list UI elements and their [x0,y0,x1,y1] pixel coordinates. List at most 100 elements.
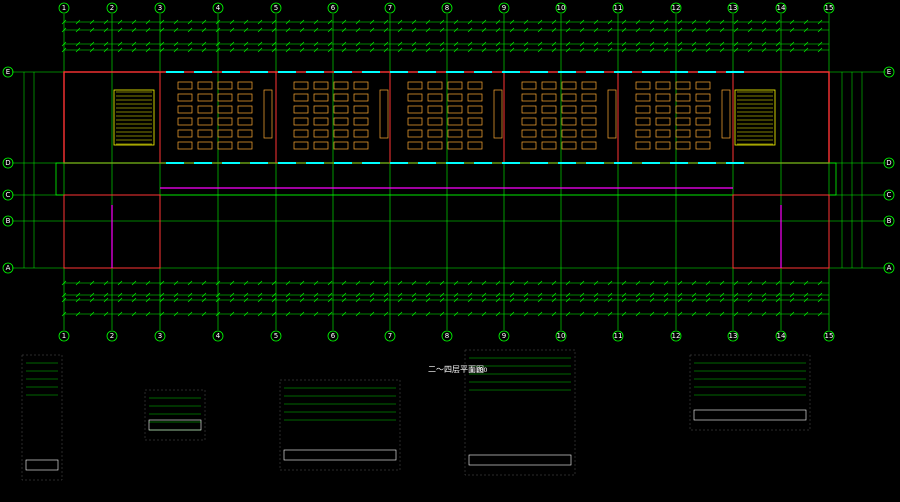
grid-bubble-icon [2,215,14,227]
grid-label-14: 14 [777,332,786,340]
dimension-tick [467,311,473,317]
dimension-tick [649,280,655,286]
dimension-tick [467,41,473,47]
dimension-tick [509,292,515,298]
dimension-tick [677,280,683,286]
dimension-tick [243,292,249,298]
dimension-tick [145,19,151,25]
desk [427,93,443,102]
desk [447,105,463,114]
dimension-tick [313,297,319,303]
dimension-tick [103,47,109,53]
dimension-tick [509,47,515,53]
dimension-tick [75,280,81,286]
desk [521,93,537,102]
dimension-tick [425,311,431,317]
desk [217,93,233,102]
desk [675,117,691,126]
detail-frame [689,354,811,431]
dimension-tick [425,19,431,25]
dimension-tick [649,27,655,33]
dimension-tick [341,292,347,298]
grid-bubble-icon [327,2,339,14]
dimension-tick [299,41,305,47]
desk [675,141,691,150]
desk [467,117,483,126]
dimension-tick [593,27,599,33]
walls [55,71,837,269]
dimension-tick [327,41,333,47]
dimension-tick [229,311,235,317]
dimension-tick [509,311,515,317]
dimension-tick [369,47,375,53]
dimension-tick [201,297,207,303]
desk [333,93,349,102]
dimension-tick [397,280,403,286]
dimension-tick [481,19,487,25]
dimension-tick [803,280,809,286]
dimension-tick [145,311,151,317]
dimension-tick [551,280,557,286]
desk [333,129,349,138]
dimension-tick [495,41,501,47]
dimension-tick [313,280,319,286]
dimension-tick [411,47,417,53]
classroom-block-outline [63,71,830,164]
dimension-tick [691,27,697,33]
grid-label-13: 13 [729,4,738,12]
dimension-tick [299,292,305,298]
grid-label-3: 3 [158,4,162,12]
dimension-tick [705,47,711,53]
desk [541,117,557,126]
dimension-tick [341,41,347,47]
dimension-tick [775,41,781,47]
dimension-tick [285,292,291,298]
dimension-tick [215,41,221,47]
dimension-tick [803,311,809,317]
dimension-tick [187,297,193,303]
dimension-tick [285,47,291,53]
desk [293,105,309,114]
desk [675,105,691,114]
detail-frame [21,354,63,481]
dimension-tick [439,292,445,298]
dimension-tick [747,41,753,47]
dimension-tick [733,19,739,25]
dimension-tick [663,19,669,25]
dimension-tick [453,280,459,286]
dimension-tick [705,27,711,33]
desk [655,105,671,114]
desk [581,81,597,90]
desk [293,93,309,102]
stair-outline [113,89,155,146]
dimension-tick [453,27,459,33]
dimension-tick [789,27,795,33]
dimension-tick [313,19,319,25]
detail-section [25,459,59,471]
dimension-tick [537,27,543,33]
grid-label-A: A [887,264,892,272]
dimension-tick [733,27,739,33]
dimension-tick [495,297,501,303]
plan-title: 二～四层平面图 [428,365,484,374]
dimension-tick [439,297,445,303]
dimension-tick [173,292,179,298]
dimension-tick [89,311,95,317]
dimension-tick [215,27,221,33]
dimension-tick [677,292,683,298]
desk [427,117,443,126]
dimension-tick [243,47,249,53]
podium [263,89,273,139]
dimension-tick [355,19,361,25]
grid-label-6: 6 [331,332,336,340]
dimension-tick [159,311,165,317]
dimension-tick [565,297,571,303]
desk [237,93,253,102]
desk [635,129,651,138]
grid-bubble-icon [670,2,682,14]
grid-label-D: D [886,159,891,167]
desk [655,117,671,126]
dimension-tick [299,311,305,317]
dimension-tick [523,41,529,47]
grid-bubble-icon [612,2,624,14]
